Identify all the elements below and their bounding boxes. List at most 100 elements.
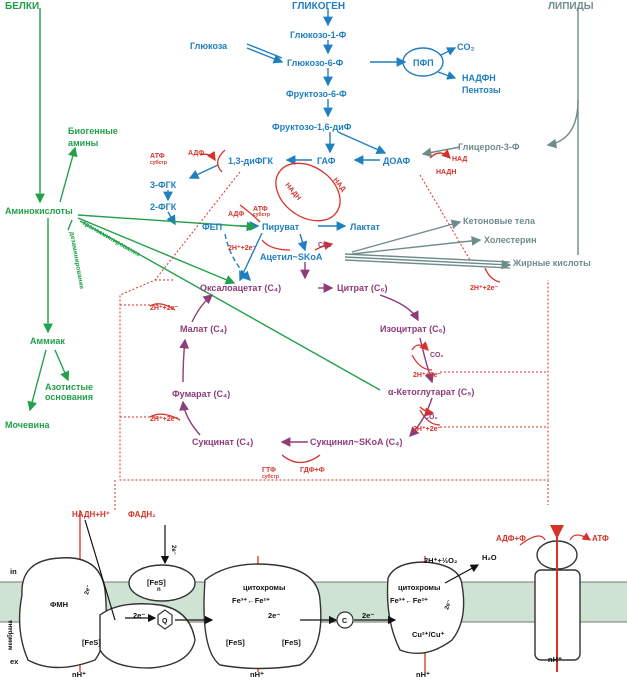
fes-label-3: [FeS] xyxy=(226,638,245,647)
ketone-label: Кетоновые тела xyxy=(463,216,536,226)
fatty-acids-label: Жирные кислоты xyxy=(512,258,591,268)
in-label: in xyxy=(10,567,17,576)
gap-label: ГАФ xyxy=(317,156,336,166)
lipids-label: ЛИПИДЫ xyxy=(548,1,594,12)
e2-label-2: 2e⁻ xyxy=(268,611,280,620)
adp-1: АДФ xyxy=(188,150,204,157)
deamination-label: дезаминирование xyxy=(68,231,85,290)
lipid-arrows xyxy=(344,8,579,270)
pg3-label: 3-ФГК xyxy=(150,180,177,190)
fes-label-2: [FeS] xyxy=(82,638,101,647)
e2-label-3: 2e⁻ xyxy=(362,611,374,620)
nadph-label: НАДФН xyxy=(462,73,496,83)
atp-1: АТФ xyxy=(150,153,165,160)
h2o-label: H₂O xyxy=(482,553,497,562)
complex-1 xyxy=(18,557,107,669)
h2e-5: 2H⁺+2e⁻ xyxy=(413,426,442,433)
h2e-3: 2H⁺+2e⁻ xyxy=(150,305,179,312)
fes-n-1: n xyxy=(157,587,161,593)
pentoses-label: Пентозы xyxy=(462,85,501,95)
f16bp-label: Фруктозо-1,6-диФ xyxy=(272,122,352,132)
fmn-label: ФМН xyxy=(50,600,68,609)
ppp-label: ПФП xyxy=(413,58,434,68)
glycogen-label: ГЛИКОГЕН xyxy=(292,1,345,12)
nadh-1: НАДН xyxy=(436,169,456,176)
substr-3: субстр xyxy=(262,473,279,480)
membrane-label: мембрана xyxy=(7,620,14,650)
succinate-label: Сукцинат (C₄) xyxy=(192,437,253,447)
ammonia-label: Аммиак xyxy=(30,336,65,346)
tca-arrows xyxy=(179,262,435,447)
c-label: C xyxy=(342,618,347,625)
cu-label: Cu²⁺/Cu⁺ xyxy=(412,630,445,639)
urea-label: Мочевина xyxy=(5,420,51,430)
co2-3: CO₂ xyxy=(424,414,438,421)
malate-label: Малат (C₄) xyxy=(180,324,227,334)
electron-arrows xyxy=(84,519,591,672)
pg2-label: 2-ФГК xyxy=(150,202,177,212)
nadh-loop: НАДН xyxy=(283,182,301,202)
proteins-label: БЕЛКИ xyxy=(5,1,39,12)
isocitrate-label: Изоцитрат (C₆) xyxy=(380,324,446,334)
e2-vertical-3: 2e⁻ xyxy=(444,599,453,610)
cyto-label-1: цитохромы xyxy=(243,583,285,592)
glycerol3p-label: Глицерол-3-Ф xyxy=(458,142,520,152)
e2-vertical-1: 2e⁻ xyxy=(170,545,176,555)
fes-label-1: [FeS] xyxy=(147,578,166,587)
substr-1: субстр xyxy=(150,159,167,166)
nad-loop: НАД xyxy=(331,177,346,193)
gtp-label: ГТФ xyxy=(262,467,276,474)
gdp-label: ГДФ+Ф xyxy=(300,467,325,474)
nitro-label-2: основания xyxy=(45,392,93,402)
ppp-circle xyxy=(402,47,444,77)
q-hex xyxy=(157,609,173,630)
lactate-label: Лактат xyxy=(350,222,380,232)
succinyl-label: Сукцинил~SKoA (C₄) xyxy=(310,437,402,447)
nh-1: nH⁺ xyxy=(72,670,86,679)
fe-label-2: Fe³⁺←Fe²⁺ xyxy=(390,596,428,605)
q-label: Q xyxy=(162,618,168,625)
e2-label-1: 2e⁻ xyxy=(133,611,145,620)
acetyl-label: Ацетил~SKoA xyxy=(260,252,323,262)
fes-box xyxy=(128,564,196,602)
nh-4: nH⁺ xyxy=(548,655,562,664)
citrate-label: Цитрат (C₆) xyxy=(337,283,388,293)
h2e-6: 2H⁺+2e⁻ xyxy=(150,416,179,423)
glucose-label: Глюкоза xyxy=(190,41,228,51)
nh-2: nH⁺ xyxy=(250,670,264,679)
complex-3 xyxy=(203,563,322,670)
fumarate-label: Фумарат (C₄) xyxy=(172,389,230,399)
nadh-h-label: НАДН+Н⁺ xyxy=(72,510,110,519)
complex-1-lower xyxy=(99,603,196,669)
substr-2: субстр xyxy=(253,211,270,218)
amino-acids-label: Аминокислоты xyxy=(5,206,73,216)
half-o2-label: 2H⁺+½O₂ xyxy=(424,556,457,565)
co2-2: CO₂ xyxy=(430,352,444,359)
fe-label-1: Fe³⁺←Fe²⁺ xyxy=(232,596,270,605)
cholesterol-label: Холестерин xyxy=(484,235,537,245)
fes-label-4: [FeS] xyxy=(282,638,301,647)
g1p-label: Глюкозо-1-Ф xyxy=(290,30,347,40)
dhap-label: ДОАФ xyxy=(383,156,410,166)
ex-label: ex xyxy=(10,657,19,666)
complex-4 xyxy=(386,561,465,654)
e2-vertical-2: 2e⁻ xyxy=(84,584,92,595)
f6p-label: Фруктозо-6-Ф xyxy=(286,89,347,99)
h2e-4: 2H⁺+2e⁻ xyxy=(413,372,442,379)
adp-p-label: АДФ+Ф xyxy=(496,534,526,543)
fadh2-label: ФАДН₂ xyxy=(128,510,156,519)
nh-3: nH⁺ xyxy=(416,670,430,679)
adp-2: АДФ xyxy=(228,211,244,218)
pep-label: ФЕП xyxy=(202,222,222,232)
bpg13-label: 1,3-диФГК xyxy=(228,156,274,166)
akg-label: α-Кетоглутарат (C₅) xyxy=(388,387,474,397)
pyruvate-label: Пируват xyxy=(262,222,300,232)
h2e-1: 2H⁺+2e⁻ xyxy=(228,245,257,252)
oxaloacetate-label: Оксалоацетат (C₄) xyxy=(200,283,281,293)
transamination-label: трансаминирование xyxy=(81,220,142,259)
nitro-label-1: Азотистые xyxy=(45,382,93,392)
g6p-label: Глюкозо-6-Ф xyxy=(287,58,344,68)
atp-2: АТФ xyxy=(253,206,268,213)
amino-arrows xyxy=(27,8,381,412)
